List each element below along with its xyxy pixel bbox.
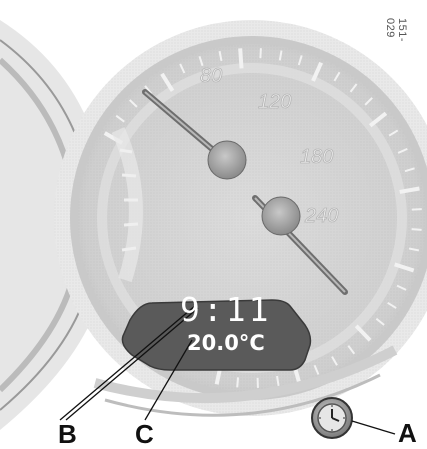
gauge-tick [412,229,422,230]
gauge-tick [412,209,422,210]
gauge-tick [237,377,238,387]
callout-label-c: C [135,421,154,447]
callout-label-a: A [398,420,417,446]
clock-icon[interactable] [312,398,352,438]
figure-id: 151-029 [384,18,408,51]
speedo-tick-label: 180 [300,146,333,168]
gauge-tick [240,48,241,68]
gauge-tick [260,48,261,58]
clock-display: 9:11 [180,293,271,327]
callout-label-b: B [58,421,77,447]
temperature-display: 20.0°C [187,332,265,354]
speedo-tick-label: 240 [304,205,338,227]
speedo-tick-label: 120 [258,91,291,113]
speedo-tick-label: 80 [200,65,222,87]
